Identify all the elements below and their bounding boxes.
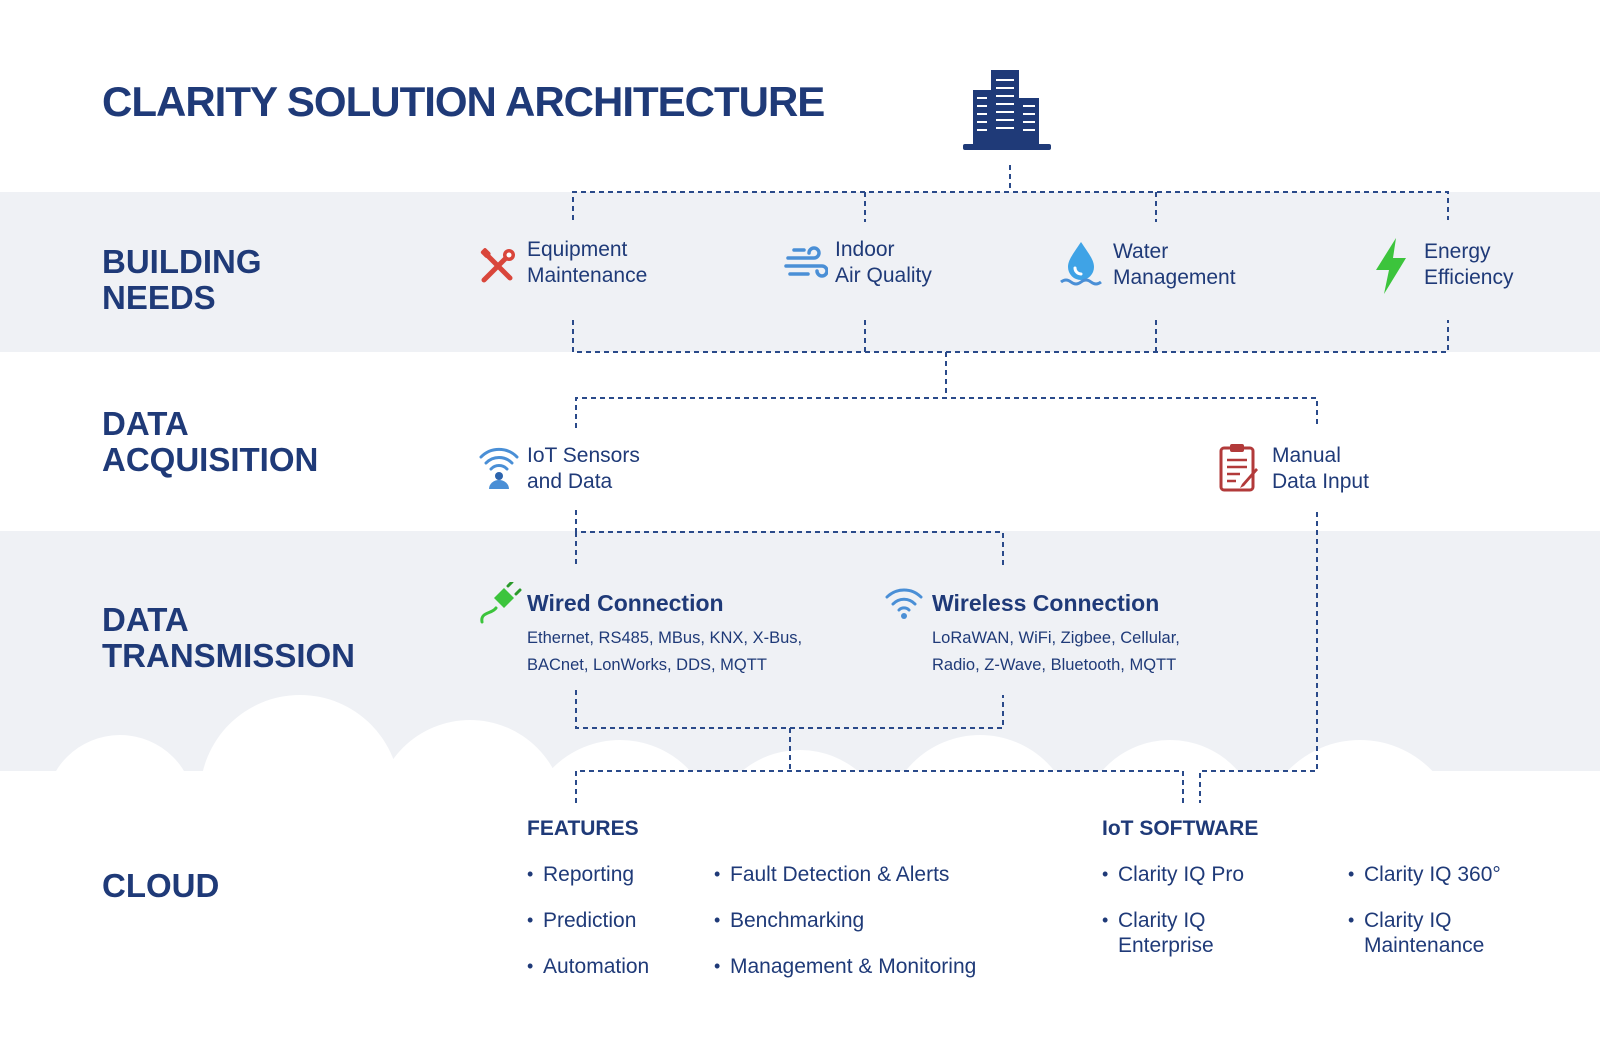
wired-connection-protocols: Ethernet, RS485, MBus, KNX, X-Bus, BACne… [527,629,803,674]
lightning-icon [1372,236,1410,296]
section-label-data-transmission: DATA TRANSMISSION [102,601,356,674]
software-item: Clarity IQ 360° [1348,862,1501,887]
software-item: Clarity IQ Enterprise [1102,908,1244,958]
feature-item: Management & Monitoring [714,954,976,979]
water-drop-icon [1058,238,1104,288]
feature-item: Automation [527,954,649,979]
wifi-icon [884,586,924,620]
feature-item: Fault Detection & Alerts [714,862,976,887]
software-item: Clarity IQ Pro [1102,862,1244,887]
wired-connection-title: Wired Connection [527,590,724,616]
feature-item: Reporting [527,862,649,887]
iot-software-heading: IoT SOFTWARE [1102,817,1259,840]
section-label-cloud: CLOUD [102,867,220,904]
need-label-energy-efficiency: Energy Efficiency [1424,240,1514,289]
features-list-1: Reporting Prediction Automation [527,862,649,979]
feature-item: Prediction [527,908,649,933]
wind-icon [784,244,828,284]
wireless-connection-protocols: LoRaWAN, WiFi, Zigbee, Cellular, Radio, … [932,629,1180,674]
building-icon [963,66,1053,152]
software-list-1: Clarity IQ Pro Clarity IQ Enterprise [1102,862,1244,958]
section-label-data-acquisition: DATA ACQUISITION [102,405,319,478]
feature-item: Benchmarking [714,908,976,933]
software-list-2: Clarity IQ 360° Clarity IQ Maintenance [1348,862,1501,958]
acquisition-label-iot-sensors: IoT Sensors and Data [527,444,640,493]
acquisition-label-manual-data-input: Manual Data Input [1272,444,1369,493]
need-label-water-management: Water Management [1113,240,1236,289]
building-needs-band [0,192,1600,352]
page-title: CLARITY SOLUTION ARCHITECTURE [102,78,825,125]
plug-icon [478,582,522,626]
need-label-equipment-maintenance: Equipment Maintenance [527,238,648,287]
software-item: Clarity IQ Maintenance [1348,908,1501,958]
tools-icon [478,246,518,286]
iot-sensor-icon [478,445,520,491]
need-label-indoor-air-quality: Indoor Air Quality [835,238,932,287]
features-list-2: Fault Detection & Alerts Benchmarking Ma… [714,862,976,979]
features-heading: FEATURES [527,817,639,840]
clipboard-icon [1218,442,1262,494]
wireless-connection-title: Wireless Connection [932,590,1160,616]
section-label-building-needs: BUILDING NEEDS [102,243,262,316]
